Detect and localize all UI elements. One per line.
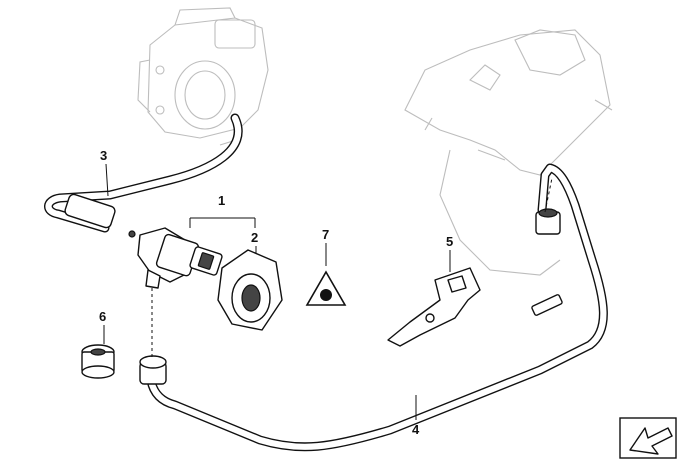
callout-6: 6 <box>99 309 106 324</box>
callout-5: 5 <box>446 234 453 249</box>
callout-4: 4 <box>412 422 420 437</box>
nav-arrow-icon[interactable] <box>619 417 677 459</box>
intake-manifold-ghost <box>404 29 613 276</box>
callout-1: 1 <box>218 193 225 208</box>
cap <box>81 344 115 379</box>
warning-triangle-icon <box>305 270 347 306</box>
leader-3 <box>105 163 109 197</box>
throttle-body-ghost <box>137 7 269 146</box>
valve-assembly <box>137 227 223 289</box>
callout-3: 3 <box>100 148 107 163</box>
leader-1 <box>189 217 256 228</box>
callout-2: 2 <box>251 230 258 245</box>
hose-3 <box>44 113 243 238</box>
callout-7: 7 <box>322 227 329 242</box>
bracket <box>387 267 481 347</box>
valve-holder <box>217 249 283 331</box>
hose-4 <box>139 163 608 452</box>
